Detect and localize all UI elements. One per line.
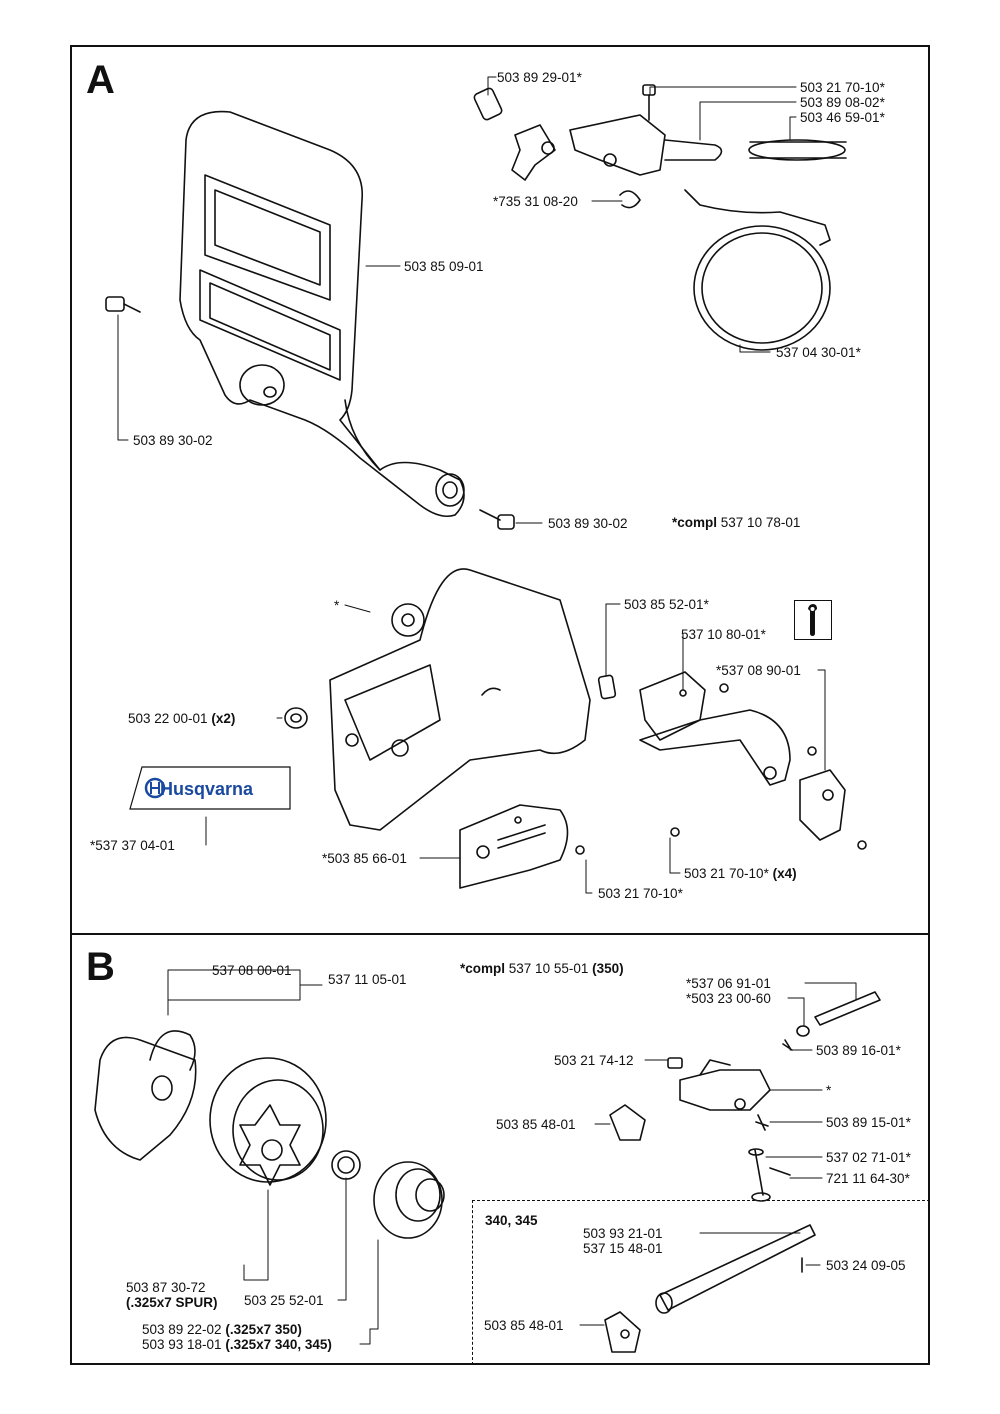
brake-cover [639,671,791,786]
compl-prefix: *compl [460,961,506,976]
brake-band [693,225,831,351]
part-label: 503 87 30-72 [126,1280,206,1295]
part-label: 503 89 08-02* [800,95,885,110]
part-label: 503 89 30-02 [133,433,213,448]
part-label: 503 93 18-01 [142,1337,222,1352]
section-divider [70,933,930,935]
part-label: 503 24 09-05 [826,1258,906,1273]
part-label: 503 85 52-01* [624,597,709,612]
clutch-drum [209,1057,327,1186]
part-label: *503 23 00-60 [686,991,771,1006]
husqvarna-logo-text: Husqvarna [160,779,254,799]
cover-nut [284,707,308,729]
handle-bolt-right [479,509,515,530]
brake-lever-assembly [609,991,881,1202]
cover-stud [597,674,617,700]
part-label: 503 89 22-02 [142,1322,222,1337]
variant-title: 340, 345 [485,1213,538,1228]
chain-brake-handle [179,110,465,518]
part-label: 537 08 00-01 [212,963,292,978]
leader-lines [117,76,857,1345]
part-label: 503 21 70-10* [598,886,683,901]
part-label: 537 04 30-01* [776,345,861,360]
part-note: (.325x7 SPUR) [126,1295,218,1310]
part-label: 503 89 30-02 [548,516,628,531]
section-a-label: A [86,58,115,102]
part-label: *503 85 66-01 [322,851,407,866]
cover-bracket [799,769,846,841]
part-label: 537 11 05-01 [328,972,407,987]
part-label: * [334,598,340,613]
clutch-drum-shoes [94,1030,197,1161]
part-label: 503 93 21-01 [583,1226,663,1241]
part-label: 537 15 48-01 [583,1241,663,1256]
part-label: 503 21 74-12 [554,1053,634,1068]
diagram-frame [70,45,930,1365]
part-label: 503 46 59-01* [800,110,885,125]
variant-box-340-345 [472,1200,930,1365]
part-label: *537 08 90-01 [716,663,801,678]
part-label: 721 11 64-30* [826,1171,910,1186]
clutch-cover [329,568,591,831]
part-label: 537 10 80-01* [681,627,766,642]
part-label: 503 85 48-01 [496,1117,576,1132]
part-label: *735 31 08-20 [493,194,578,209]
brake-linkage [473,84,847,246]
compl-number: 537 10 55-01 [508,961,589,976]
qty-label: (x2) [211,711,236,726]
part-label: 503 21 70-10* [684,866,769,881]
needle-bearing [331,1150,361,1180]
part-label: 503 89 29-01* [497,70,582,85]
compl-prefix: *compl [672,515,718,530]
chain-guide-plate [459,804,569,889]
part-label: 537 02 71-01* [826,1150,911,1165]
part-label: 503 85 09-01 [404,259,484,274]
cover-screws [575,683,867,855]
part-label: *537 06 91-01 [686,976,771,991]
part-label: *537 37 04-01 [90,838,175,853]
part-label: 503 25 52-01 [244,1293,324,1308]
part-label: 503 89 15-01* [826,1115,911,1130]
part-label: 503 22 00-01 [128,711,208,726]
part-label: * [826,1083,832,1098]
part-label: 503 21 70-10* [800,80,885,95]
husqvarna-decal [129,766,291,810]
compl-model: (350) [592,961,624,976]
clutch-washer [373,1161,445,1239]
variant-lever-assembly [604,1224,816,1353]
part-note: (.325x7 340, 345) [225,1337,332,1352]
part-label: 503 85 48-01 [484,1318,564,1333]
part-label: 503 89 16-01* [816,1043,901,1058]
wrench-icon [794,600,832,640]
qty-label: (x4) [772,866,797,881]
handle-bolt-left [105,296,141,313]
section-b-label: B [86,945,115,989]
part-note: (.325x7 350) [225,1322,302,1337]
compl-number: 537 10 78-01 [720,515,801,530]
